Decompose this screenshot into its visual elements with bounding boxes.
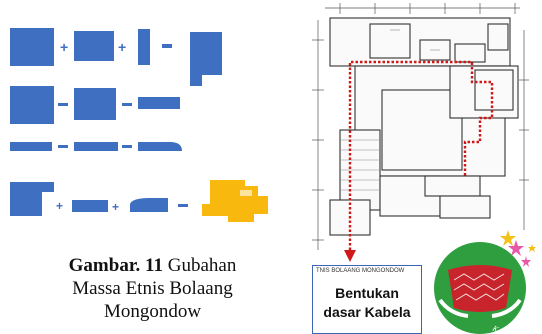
mass-bar-horizontal [138,97,180,109]
plus-sign: + [56,199,63,213]
route-arrow [344,250,356,262]
annotation-line1: Bentukan [335,285,399,301]
result-yellow-mass [202,180,268,222]
mass-block-row2 [74,88,116,120]
plus-sign: + [118,39,126,55]
caption-line3: Mongondow [103,301,202,322]
mass-square-row2 [10,86,54,124]
floor-plan-drawing [312,3,529,262]
minus-sign [122,145,132,148]
annotation-header: TNIS BOLAANG MONGONDOW [316,268,405,274]
figure-label: Gambar. 11 [68,255,163,276]
minus-sign [58,145,68,148]
mass-curved-block-row4 [130,198,168,212]
minus-sign [58,103,68,106]
mass-square-row1 [10,28,54,66]
kabela-basket [448,265,512,312]
annotation-text: Bentukan dasar Kabela [313,284,421,322]
logo-word: KABELA [490,323,521,334]
kabela-logo: KABELA [434,230,536,334]
mass-bar-vertical [138,29,150,65]
massing-composition-diagram: + + + + [10,28,268,222]
annotation-box: TNIS BOLAANG MONGONDOW Bentukan dasar Ka… [312,265,422,334]
mass-bar-row4 [72,200,108,212]
minus-sign [162,44,172,48]
mass-l-shape [190,32,222,86]
plus-sign: + [60,39,68,55]
minus-sign [178,204,188,207]
annotation-line2: dasar Kabela [323,304,411,320]
circulation-route [348,60,494,250]
caption-line2: Massa Etnis Bolaang [72,278,233,299]
caption-line1: Gubahan [167,255,237,276]
mass-strip-1 [10,142,52,151]
minus-sign [122,103,132,106]
mass-curved-block [138,142,182,151]
figure-caption: Gambar. 11 Gubahan Massa Etnis Bolaang M… [20,254,285,323]
mass-strip-2 [74,142,118,151]
plus-sign: + [112,200,119,214]
mass-block-row1 [74,31,114,61]
mass-l-shape-row4 [10,182,54,216]
